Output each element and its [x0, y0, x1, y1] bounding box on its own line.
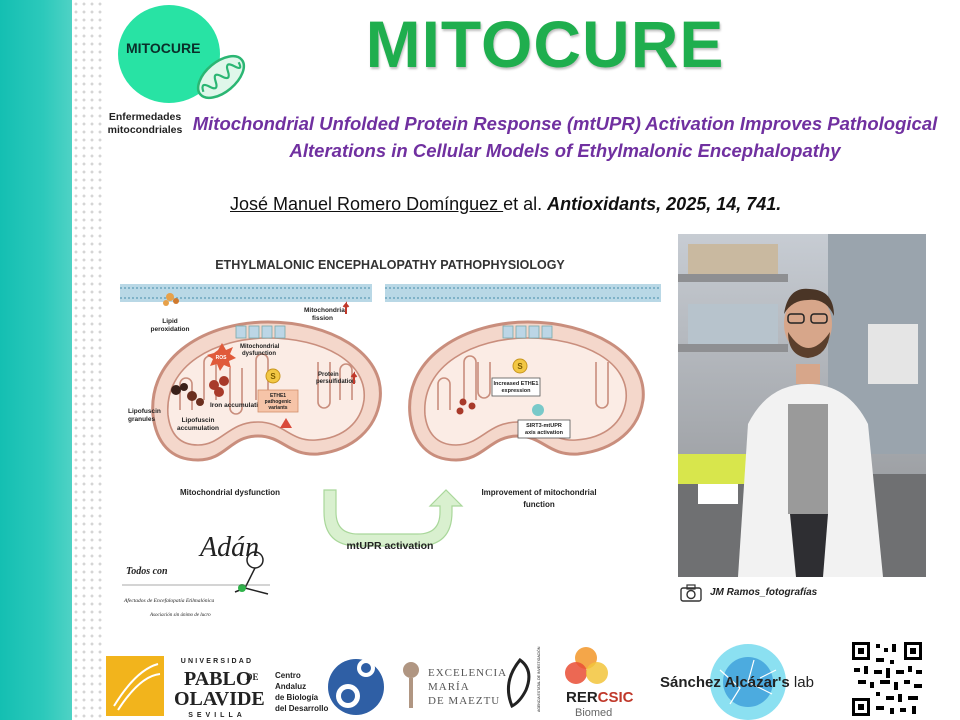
- cell-membrane-left: [120, 284, 372, 302]
- svg-text:PABLO: PABLO: [184, 668, 251, 690]
- qr-code[interactable]: [850, 640, 924, 718]
- iron-particles-icon: [209, 376, 229, 397]
- citation-author[interactable]: José Manuel Romero Domínguez: [230, 194, 504, 214]
- researcher-photo: [678, 234, 926, 577]
- increased-ethe1-box: [491, 377, 541, 397]
- lipid-peroxidation-icon: [163, 293, 179, 306]
- citation-journal: Antioxidants, 2025, 14, 741.: [547, 194, 782, 214]
- svg-text:DE MAEZTU: DE MAEZTU: [428, 695, 500, 707]
- cabd-logo: Centro Andaluz de Biología del Desarroll…: [275, 671, 328, 713]
- sanchez-alcazar-lab-logo: Sánchez Alcázar's lab: [660, 644, 814, 720]
- left-accent-band: [0, 0, 72, 720]
- page-title: MITOCURE: [365, 7, 725, 81]
- photo-credit-text: JM Ramos_fotografías: [710, 587, 818, 598]
- dot-pattern-strip: [72, 0, 106, 720]
- svg-text:DE: DE: [246, 672, 259, 682]
- persulfidation-up-arrow-icon: [350, 371, 358, 384]
- lipofuscin-particles-icon: [187, 391, 204, 406]
- article-title: Mitochondrial Unfolded Protein Response …: [192, 113, 938, 161]
- etc-complexes-left-icon: [235, 325, 286, 339]
- sulfur-right-icon: [512, 358, 528, 374]
- svg-text:MARÍA: MARÍA: [428, 681, 470, 693]
- fission-up-arrow-icon: [342, 301, 350, 314]
- mitocure-subtitle: Enfermedades mitocondriales: [107, 111, 183, 136]
- svg-text:Centro: Centro: [275, 671, 301, 680]
- etc-complexes-right-icon: [502, 325, 553, 339]
- caption-mito-dysfunction: Mitochondrial dysfunction: [180, 488, 280, 497]
- svg-text:AGENCIA ESTATAL DE INVESTIGACI: AGENCIA ESTATAL DE INVESTIGACIÓN: [536, 646, 541, 712]
- todos-con-adan-logo: Todos con Adán Afectados de Encefalopatí…: [122, 532, 270, 618]
- svg-text:Sánchez Alcázar's lab: Sánchez Alcázar's lab: [660, 674, 814, 691]
- svg-text:Afectados de Encefalopatía Eti: Afectados de Encefalopatía Etilmalónica: [123, 597, 215, 604]
- upo-logo: UNIVERSIDAD PABLO DE OLAVIDE SEVILLA: [106, 656, 265, 719]
- photo-credit: JM Ramos_fotografías: [680, 584, 880, 604]
- warning-triangle-icon: [280, 418, 292, 428]
- maeztu-logo: EXCELENCIA MARÍA DE MAEZTU AGENCIA ESTAT…: [403, 646, 541, 712]
- label-iron-accumulation: Iron accumulation: [210, 402, 266, 409]
- svg-text:de Biología: de Biología: [275, 693, 319, 702]
- sirt3-protein-icon: [532, 404, 544, 416]
- svg-text:ROS: ROS: [216, 355, 228, 361]
- sulfur-left-icon: [265, 368, 281, 384]
- svg-text:Asociación sin ánimo de lucro: Asociación sin ánimo de lucro: [149, 613, 211, 618]
- rercsic-logo: RERCSIC Biomed: [565, 647, 634, 719]
- caption-mtupr-activation: mtUPR activation: [347, 540, 434, 552]
- svg-text:del Desarrollo: del Desarrollo: [275, 704, 328, 713]
- footer-logos: UNIVERSIDAD PABLO DE OLAVIDE SEVILLA Cen…: [106, 640, 924, 720]
- camera-icon: [680, 584, 702, 602]
- mitocure-logo-text: MITOCURE: [126, 40, 201, 56]
- svg-text:Todos con: Todos con: [126, 566, 168, 577]
- iron-right-particles-icon: [456, 398, 476, 415]
- svg-text:RERCSIC: RERCSIC: [566, 689, 634, 706]
- cabd-emblem-icon: [328, 659, 384, 715]
- svg-text:Adán: Adán: [198, 532, 259, 563]
- mitochondrion-icon: [196, 54, 246, 100]
- stick-figure-icon: [234, 551, 269, 595]
- mtupr-curved-arrow: [323, 489, 464, 547]
- pathophysiology-diagram: ETHYLMALONIC ENCEPHALOPATHY PATHOPHYSIOL…: [120, 258, 661, 552]
- svg-text:Andaluz: Andaluz: [275, 682, 306, 691]
- svg-text:S: S: [517, 362, 523, 371]
- diagram-heading: ETHYLMALONIC ENCEPHALOPATHY PATHOPHYSIOL…: [215, 258, 565, 272]
- citation-etal: et al.: [503, 194, 548, 214]
- ethe1-variants-box: [257, 389, 299, 413]
- svg-text:S: S: [270, 372, 276, 381]
- sirt3-box: [517, 419, 571, 439]
- svg-text:EXCELENCIA: EXCELENCIA: [428, 667, 507, 679]
- svg-text:SEVILLA: SEVILLA: [188, 712, 246, 719]
- svg-text:Biomed: Biomed: [575, 707, 612, 719]
- cell-membrane-right: [385, 284, 661, 302]
- svg-text:OLAVIDE: OLAVIDE: [174, 688, 265, 710]
- citation-line: José Manuel Romero Domínguez et al. Anti…: [230, 194, 950, 215]
- lipofuscin-granules-icon: [171, 383, 188, 395]
- svg-text:UNIVERSIDAD: UNIVERSIDAD: [181, 658, 253, 665]
- ros-burst-icon: ROS: [207, 343, 236, 371]
